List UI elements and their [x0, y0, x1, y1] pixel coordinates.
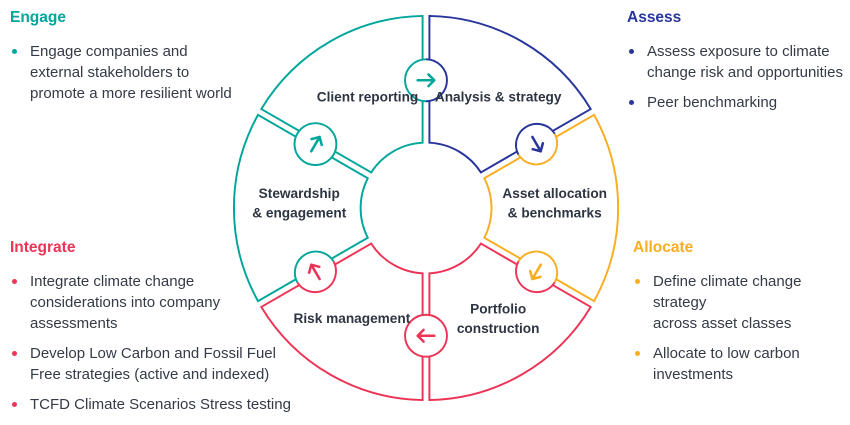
segment-portfolio-construction	[428, 242, 593, 402]
bullet-dot-icon	[12, 351, 17, 356]
bullet-text: Define climate change strategy across as…	[653, 273, 802, 332]
node-rim-upper	[515, 122, 556, 156]
label-stewardship-line2: & engagement	[252, 206, 346, 221]
segment-stewardship-engagement	[233, 113, 370, 303]
panel-assess: Assess Assess exposure to climate change…	[627, 8, 850, 122]
label-portfolio-construction-line1: Portfolio	[470, 301, 526, 316]
panel-integrate: Integrate Integrate climate change consi…	[10, 238, 302, 424]
label-stewardship-line1: Stewardship	[259, 186, 340, 201]
arrow-node-lower-right	[515, 250, 559, 294]
node-rim-upper	[293, 250, 335, 283]
node-rim-lower	[296, 260, 337, 294]
arrow-node-upper-left	[293, 122, 338, 167]
panel-assess-title: Assess	[627, 9, 682, 26]
node-rim-left	[404, 58, 427, 103]
list-item: Develop Low Carbon and Fossil Fuel Free …	[10, 343, 302, 385]
bullet-dot-icon	[12, 279, 17, 284]
segment-asset-allocation-benchmarks	[483, 113, 620, 303]
arrow-right-icon	[416, 73, 436, 88]
panel-integrate-title: Integrate	[10, 239, 76, 256]
list-item: Peer benchmarking	[627, 92, 850, 113]
panel-engage-title: Engage	[10, 9, 66, 26]
label-client-reporting: Client reporting	[317, 90, 419, 105]
arrow-node-upper-right	[515, 122, 559, 166]
bullet-text: Develop Low Carbon and Fossil Fuel Free …	[30, 345, 276, 383]
cycle-diagram: Client reporting Analysis & strategy Ass…	[233, 14, 620, 402]
panel-allocate-title: Allocate	[633, 239, 694, 256]
panel-allocate: Allocate Define climate change strategy …	[633, 238, 850, 394]
bullet-dot-icon	[12, 402, 17, 407]
label-asset-allocation-line2: & benchmarks	[508, 206, 602, 221]
arrow-down-left-icon	[529, 263, 542, 281]
arrow-node-lower-left	[293, 250, 337, 294]
bullet-text: Engage companies and external stakeholde…	[30, 43, 232, 102]
list-item: Engage companies and external stakeholde…	[10, 41, 246, 104]
list-item: Allocate to low carbon investments	[633, 343, 850, 385]
arrow-up-right-icon	[310, 135, 323, 153]
label-analysis-strategy: Analysis & strategy	[435, 90, 562, 105]
arrow-node-top	[404, 58, 448, 103]
node-rim	[293, 122, 338, 167]
bullet-dot-icon	[629, 100, 634, 105]
node-rim-upper	[517, 250, 559, 283]
bullet-dot-icon	[629, 49, 634, 54]
node-rim-right	[425, 58, 448, 103]
node-rim-lower	[517, 133, 559, 166]
bullet-text: TCFD Climate Scenarios Stress testing	[30, 396, 291, 413]
bullet-text: Assess exposure to climate change risk a…	[647, 43, 843, 81]
bullet-text: Allocate to low carbon investments	[653, 345, 800, 383]
segment-client-reporting	[259, 14, 424, 174]
bullet-dot-icon	[12, 49, 17, 54]
label-risk-management: Risk management	[294, 311, 411, 326]
segment-analysis-strategy	[428, 14, 593, 174]
arrow-down-right-icon	[531, 135, 545, 153]
list-item: Assess exposure to climate change risk a…	[627, 41, 850, 83]
bullet-dot-icon	[635, 279, 640, 284]
arrow-left-icon	[416, 328, 436, 343]
label-portfolio-construction-line2: construction	[457, 321, 540, 336]
arrow-up-left-icon	[307, 263, 321, 281]
list-item: Integrate climate change considerations …	[10, 271, 302, 334]
node-rim-lower	[515, 260, 556, 294]
bullet-dot-icon	[635, 351, 640, 356]
arrow-node-bottom	[404, 313, 448, 358]
list-item: Define climate change strategy across as…	[633, 271, 850, 334]
node-rim	[404, 313, 448, 358]
bullet-text: Peer benchmarking	[647, 94, 778, 111]
bullet-text: Integrate climate change considerations …	[30, 273, 221, 332]
label-asset-allocation-line1: Asset allocation	[502, 186, 607, 201]
segment-risk-management	[259, 242, 424, 402]
list-item: TCFD Climate Scenarios Stress testing	[10, 394, 302, 415]
panel-engage: Engage Engage companies and external sta…	[10, 8, 246, 113]
